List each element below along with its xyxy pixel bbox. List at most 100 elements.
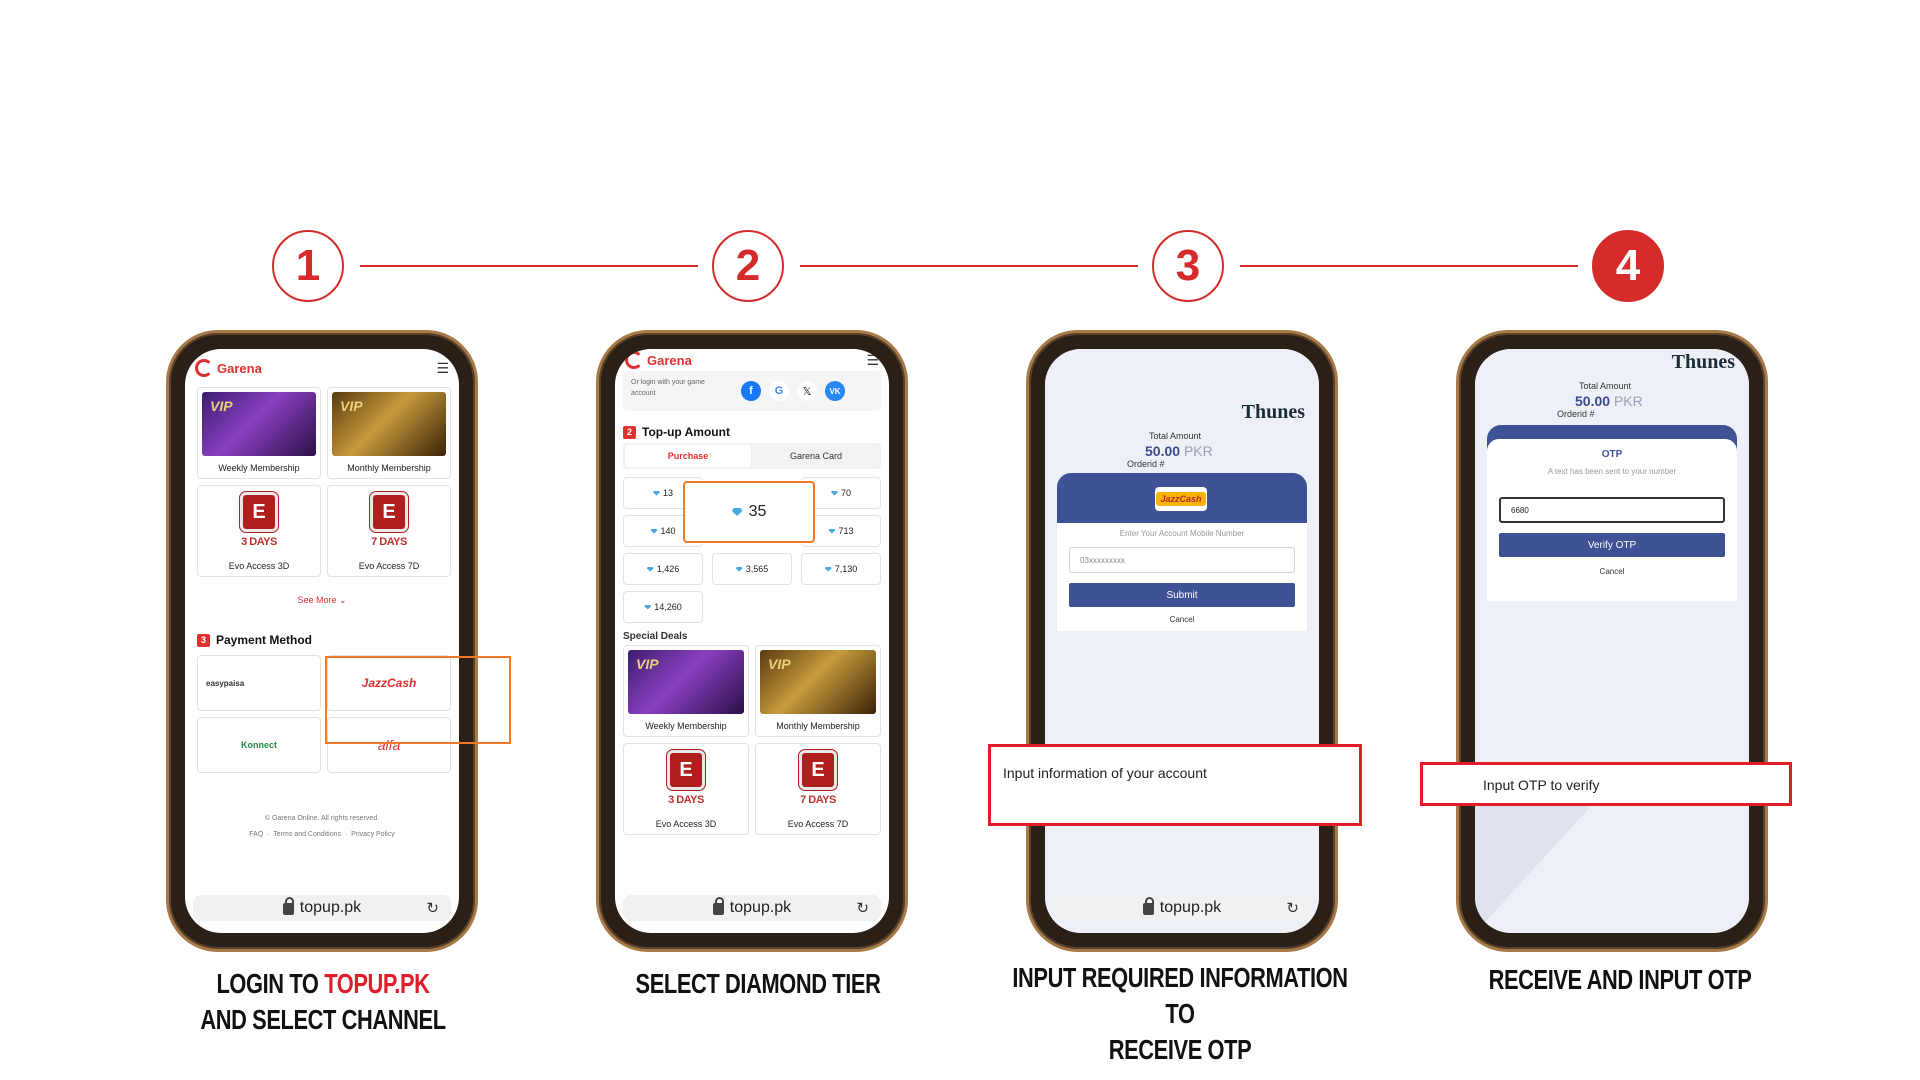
diamond-icon bbox=[652, 490, 660, 496]
diamond-icon bbox=[735, 566, 743, 572]
diamond-icon bbox=[824, 566, 832, 572]
x-icon[interactable]: 𝕏 bbox=[797, 381, 817, 401]
easypaisa-option[interactable]: easypaisa bbox=[197, 655, 321, 711]
phone-screen: Garena ☰ Weekly Membership Monthly Membe… bbox=[185, 349, 459, 933]
monthly-membership-card[interactable]: Monthly Membership bbox=[327, 387, 451, 479]
phone-screen: Thunes Total Amount 50.00 PKR Orderid # … bbox=[1475, 349, 1749, 933]
terms-link[interactable]: Terms and Conditions bbox=[273, 831, 341, 838]
thunes-background bbox=[1045, 349, 1319, 933]
topup-link-text: TOPUP.PK bbox=[324, 968, 430, 999]
see-more-link[interactable]: See More ⌄ bbox=[185, 595, 459, 606]
card-label: Evo Access 3D bbox=[228, 561, 290, 571]
evo-access-7d-card[interactable]: E 7 DAYS Evo Access 7D bbox=[755, 743, 881, 835]
vip-card-image bbox=[332, 392, 446, 456]
cancel-link[interactable]: Cancel bbox=[1169, 615, 1195, 624]
evo-access-3d-card[interactable]: E 3 DAYS Evo Access 3D bbox=[623, 743, 749, 835]
evo-badge-icon: E bbox=[370, 492, 408, 532]
lock-icon bbox=[1142, 897, 1154, 915]
konnect-option[interactable]: Konnect bbox=[197, 717, 321, 773]
browser-address-bar[interactable]: topup.pk ↻ bbox=[193, 895, 451, 921]
payment-method-title: 3 Payment Method bbox=[197, 633, 312, 647]
jazzcash-logo: JazzCash bbox=[1156, 492, 1206, 506]
phone-step-2: Garena ☰ Or login with your game account… bbox=[596, 330, 908, 952]
section-number-badge: 3 bbox=[197, 633, 210, 647]
garena-logo-icon bbox=[195, 359, 213, 377]
caption-text: RECEIVE AND INPUT OTP bbox=[1488, 964, 1752, 995]
diamond-tier-35-selected[interactable]: 35 bbox=[683, 481, 815, 543]
verify-otp-button[interactable]: Verify OTP bbox=[1499, 533, 1725, 557]
card-label: Monthly Membership bbox=[347, 463, 431, 473]
address-text: topup.pk bbox=[299, 899, 362, 916]
caption-text: RECEIVE OTP bbox=[1108, 1034, 1252, 1065]
step-circle-2: 2 bbox=[712, 230, 784, 302]
jazzcash-option[interactable]: JazzCash bbox=[327, 655, 451, 711]
payment-panel-header: JazzCash bbox=[1057, 473, 1307, 523]
step-circle-4: 4 bbox=[1592, 230, 1664, 302]
privacy-link[interactable]: Privacy Policy bbox=[351, 831, 395, 838]
weekly-membership-card[interactable]: Weekly Membership bbox=[623, 645, 749, 737]
social-login-bar: Or login with your game account f G 𝕏 VK bbox=[623, 371, 881, 411]
diamond-tier-14260[interactable]: 14,260 bbox=[623, 591, 703, 623]
total-amount: 50.00 PKR bbox=[1145, 443, 1213, 459]
diamond-amount: 713 bbox=[838, 526, 854, 536]
evo-badge-icon: E bbox=[667, 750, 705, 790]
garena-header: Garena ☰ bbox=[615, 349, 889, 371]
account-info-callout: Input information of your account bbox=[988, 744, 1362, 826]
cancel-link[interactable]: Cancel bbox=[1599, 567, 1625, 576]
order-id: Orderid # bbox=[1557, 409, 1595, 419]
lock-icon bbox=[282, 897, 294, 915]
otp-verify-callout: Input OTP to verify bbox=[1420, 762, 1792, 806]
otp-form-panel: OTP A text has been sent to your number … bbox=[1487, 439, 1737, 601]
callout-text: Input OTP to verify bbox=[1483, 777, 1600, 793]
evo-access-7d-card[interactable]: E 7 DAYS Evo Access 7D bbox=[327, 485, 451, 577]
section-number-badge: 2 bbox=[623, 425, 636, 439]
diamond-amount: 1,426 bbox=[656, 564, 680, 574]
vk-icon[interactable]: VK bbox=[825, 381, 845, 401]
hamburger-menu-icon[interactable]: ☰ bbox=[866, 351, 879, 368]
hamburger-menu-icon[interactable]: ☰ bbox=[436, 359, 449, 376]
reload-icon[interactable]: ↻ bbox=[426, 900, 439, 917]
tab-purchase[interactable]: Purchase bbox=[625, 445, 751, 467]
tab-garena-card[interactable]: Garena Card bbox=[789, 451, 843, 461]
alfa-option[interactable]: alfa bbox=[327, 717, 451, 773]
step-connector-1 bbox=[360, 265, 698, 267]
vip-card-image bbox=[202, 392, 316, 456]
mobile-number-input[interactable]: 03xxxxxxxxx bbox=[1069, 547, 1295, 573]
alfa-logo: alfa bbox=[377, 737, 401, 753]
lock-icon bbox=[712, 897, 724, 915]
evo-access-3d-card[interactable]: E 3 DAYS Evo Access 3D bbox=[197, 485, 321, 577]
step-connector-3 bbox=[1240, 265, 1578, 267]
diamond-amount: 13 bbox=[662, 488, 673, 498]
step-connector-2 bbox=[800, 265, 1138, 267]
google-icon[interactable]: G bbox=[769, 381, 789, 401]
browser-address-bar[interactable]: topup.pk ↻ bbox=[623, 895, 881, 921]
garena-brand: Garena bbox=[647, 352, 692, 368]
diamond-tier-3565[interactable]: 3,565 bbox=[712, 553, 792, 585]
diamond-icon bbox=[646, 566, 654, 572]
diamond-tier-1426[interactable]: 1,426 bbox=[623, 553, 703, 585]
caption-step-3: INPUT REQUIRED INFORMATION TO RECEIVE OT… bbox=[1008, 960, 1351, 1068]
browser-address-bar[interactable]: topup.pk ↻ bbox=[1053, 895, 1311, 921]
currency: PKR bbox=[1613, 393, 1643, 409]
submit-button[interactable]: Submit bbox=[1069, 583, 1295, 607]
weekly-membership-card[interactable]: Weekly Membership bbox=[197, 387, 321, 479]
diamond-tier-7130[interactable]: 7,130 bbox=[801, 553, 881, 585]
otp-input[interactable]: 6680 bbox=[1499, 497, 1725, 523]
card-label: Monthly Membership bbox=[776, 721, 860, 731]
card-label: Weekly Membership bbox=[218, 463, 300, 473]
chevron-down-icon: ⌄ bbox=[339, 595, 347, 605]
reload-icon[interactable]: ↻ bbox=[1286, 900, 1299, 917]
diamond-icon bbox=[644, 604, 652, 610]
currency: PKR bbox=[1183, 443, 1213, 459]
konnect-logo: Konnect bbox=[241, 740, 277, 750]
evo-days-label: 7 DAYS bbox=[371, 536, 407, 548]
faq-link[interactable]: FAQ bbox=[249, 831, 264, 838]
reload-icon[interactable]: ↻ bbox=[856, 900, 869, 917]
facebook-icon[interactable]: f bbox=[741, 381, 761, 401]
garena-logo-icon bbox=[625, 351, 643, 369]
evo-days-label: 7 DAYS bbox=[800, 794, 836, 806]
see-more-label: See More bbox=[297, 595, 337, 605]
diamond-icon bbox=[650, 528, 658, 534]
phone-step-3: Thunes Total Amount 50.00 PKR Orderid # … bbox=[1026, 330, 1338, 952]
monthly-membership-card[interactable]: Monthly Membership bbox=[755, 645, 881, 737]
